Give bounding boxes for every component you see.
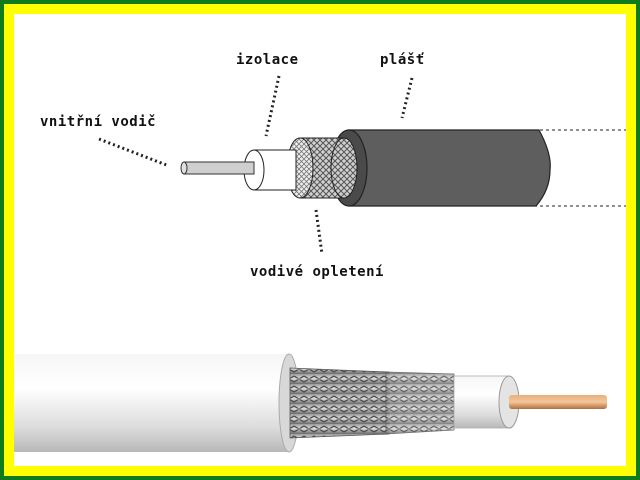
inner-conductor-tip <box>180 161 188 175</box>
photo-copper-core <box>509 395 607 409</box>
label-braid: vodivé opletení <box>250 264 384 280</box>
photo-jacket <box>14 354 289 452</box>
photo-braid-dark <box>289 367 390 439</box>
leader-inner-conductor <box>98 137 170 168</box>
coax-photo-cable <box>14 353 607 453</box>
inner-conductor <box>183 161 255 175</box>
label-insulation: izolace <box>236 52 299 68</box>
coax-schematic <box>14 75 626 453</box>
photo-braid-light <box>385 371 455 435</box>
leader-braid <box>314 209 324 255</box>
label-inner-conductor: vnitřní vodič <box>40 114 157 130</box>
braid-back-face <box>330 137 358 199</box>
leader-jacket <box>400 77 414 119</box>
label-jacket: plášť <box>380 52 425 68</box>
leader-insulation <box>264 75 281 137</box>
jacket-body <box>348 129 551 207</box>
diagram-panel: izolace plášť vnitřní vodič vodivé oplet… <box>14 14 626 466</box>
